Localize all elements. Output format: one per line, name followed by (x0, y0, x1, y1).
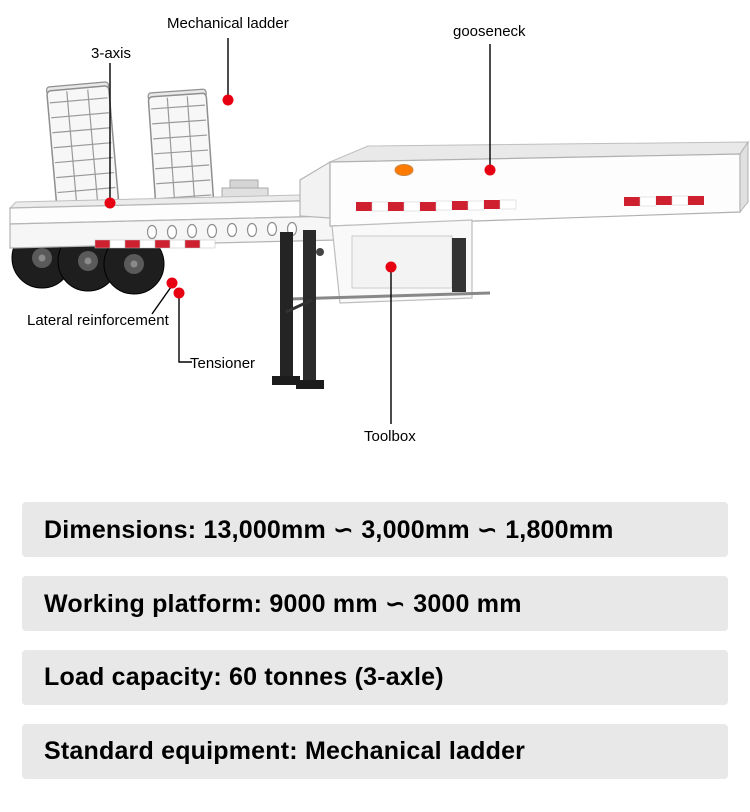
marker-3-axis (104, 197, 116, 209)
support-bracket (452, 238, 466, 292)
mechanical-ladder-right (147, 88, 215, 216)
leader-tensioner (178, 298, 192, 363)
spec-text-load-capacity: Load capacity: 60 tonnes (3-axle) (44, 663, 444, 691)
callout-label-gooseneck: gooseneck (453, 23, 526, 40)
marker-mechanical-ladder (222, 94, 234, 106)
marker-toolbox (385, 261, 397, 273)
mechanical-ladder-left (46, 81, 120, 216)
landing-gear (272, 230, 324, 389)
callout-leader-lines (109, 38, 491, 424)
toolbox-panel (351, 235, 453, 289)
gooseneck (289, 140, 749, 304)
leader-lateral-reinforcement (151, 286, 172, 315)
spec-row-load-capacity: Load capacity: 60 tonnes (3-axle) (22, 650, 728, 705)
trailer-illustration (8, 38, 749, 424)
spec-row-working-platform: Working platform: 9000 mm ∽ 3000 mm (22, 576, 728, 631)
callout-label-lateral-reinforcement: Lateral reinforcement (27, 312, 169, 329)
reflective-tape-gooseneck (356, 195, 704, 212)
callout-label-3-axis: 3-axis (91, 45, 132, 62)
spec-text-dimensions: Dimensions: 13,000mm ∽ 3,000mm ∽ 1,800mm (44, 515, 614, 544)
spec-text-working-platform: Working platform: 9000 mm ∽ 3000 mm (44, 589, 522, 618)
spec-list: Dimensions: 13,000mm ∽ 3,000mm ∽ 1,800mm… (0, 490, 750, 779)
spec-text-standard-equipment: Standard equipment: Mechanical ladder (44, 737, 526, 765)
spec-row-dimensions: Dimensions: 13,000mm ∽ 3,000mm ∽ 1,800mm (22, 502, 728, 557)
callout-label-tensioner: Tensioner (190, 355, 256, 372)
marker-gooseneck (484, 164, 496, 176)
marker-light (394, 164, 414, 176)
callout-label-toolbox: Toolbox (364, 428, 416, 445)
deck (8, 193, 341, 249)
spec-row-standard-equipment: Standard equipment: Mechanical ladder (22, 724, 728, 779)
callout-marker-dots (104, 94, 496, 299)
callout-label-mechanical-ladder: Mechanical ladder (167, 15, 289, 32)
reflective-tape-deck (94, 239, 216, 249)
marker-lateral-reinforcement (166, 277, 178, 289)
wheels (11, 227, 165, 295)
outrigger-bar (289, 291, 491, 301)
marker-tensioner (173, 287, 185, 299)
trailer-figure: Mechanical ladder 3-axis gooseneck Later… (8, 15, 749, 445)
